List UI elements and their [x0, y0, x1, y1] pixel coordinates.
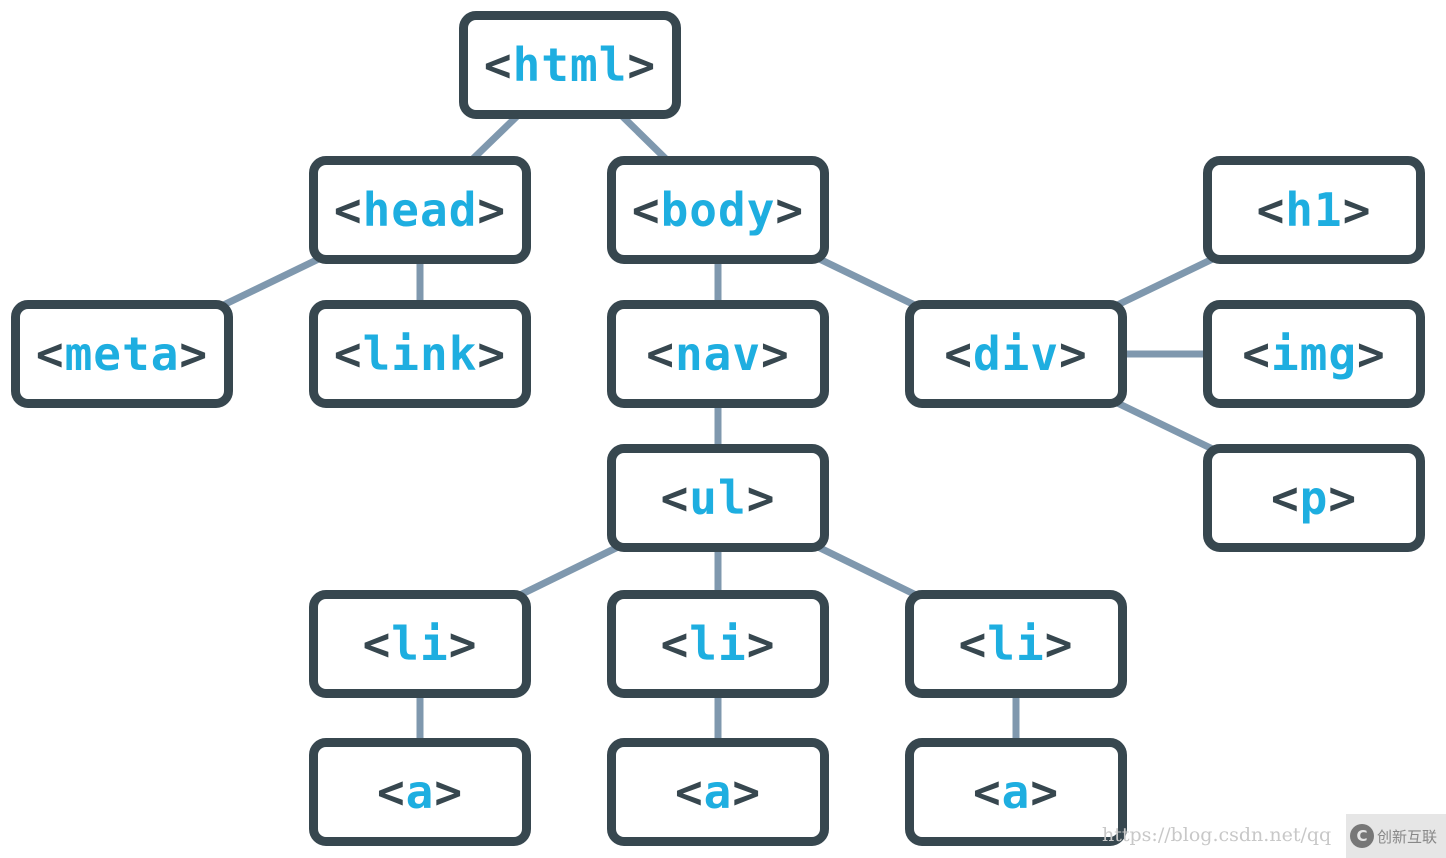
- open-bracket: <: [333, 183, 363, 237]
- tag-name: p: [1299, 471, 1329, 525]
- close-bracket: >: [1030, 765, 1060, 819]
- open-bracket: <: [958, 617, 988, 671]
- node-img: <img>: [1203, 300, 1425, 408]
- node-body: <body>: [607, 156, 829, 264]
- node-h1: <h1>: [1203, 156, 1425, 264]
- tag-name: nav: [674, 327, 762, 381]
- node-li1: <li>: [309, 590, 531, 698]
- tag-name: img: [1270, 327, 1358, 381]
- node-li2: <li>: [607, 590, 829, 698]
- close-bracket: >: [1357, 327, 1386, 381]
- close-bracket: >: [746, 617, 776, 671]
- tag-name: head: [362, 183, 478, 237]
- close-bracket: >: [1342, 183, 1372, 237]
- open-bracket: <: [1242, 327, 1271, 381]
- node-html: <html>: [459, 11, 681, 119]
- open-bracket: <: [333, 327, 363, 381]
- node-p: <p>: [1203, 444, 1425, 552]
- close-bracket: >: [761, 327, 790, 381]
- logo-icon: C: [1350, 824, 1374, 848]
- node-nav: <nav>: [607, 300, 829, 408]
- close-bracket: >: [1059, 327, 1088, 381]
- tag-name: li: [987, 617, 1045, 671]
- tag-name: meta: [64, 327, 180, 381]
- node-div: <div>: [905, 300, 1127, 408]
- open-bracket: <: [362, 617, 392, 671]
- open-bracket: <: [660, 617, 690, 671]
- watermark-url: https://blog.csdn.net/qq: [1102, 824, 1332, 846]
- open-bracket: <: [944, 327, 973, 381]
- tag-name: div: [972, 327, 1060, 381]
- open-bracket: <: [35, 327, 65, 381]
- open-bracket: <: [483, 38, 513, 92]
- close-bracket: >: [1044, 617, 1074, 671]
- tag-name: html: [512, 38, 628, 92]
- open-bracket: <: [376, 765, 406, 819]
- node-a1: <a>: [309, 738, 531, 846]
- node-li3: <li>: [905, 590, 1127, 698]
- close-bracket: >: [1328, 471, 1358, 525]
- close-bracket: >: [448, 617, 478, 671]
- tag-name: a: [703, 765, 733, 819]
- close-bracket: >: [477, 327, 507, 381]
- node-a2: <a>: [607, 738, 829, 846]
- node-link: <link>: [309, 300, 531, 408]
- tag-name: li: [689, 617, 747, 671]
- tag-name: h1: [1285, 183, 1343, 237]
- open-bracket: <: [646, 327, 675, 381]
- tag-name: link: [362, 327, 478, 381]
- open-bracket: <: [660, 471, 690, 525]
- open-bracket: <: [674, 765, 704, 819]
- close-bracket: >: [775, 183, 805, 237]
- tag-name: li: [391, 617, 449, 671]
- close-bracket: >: [477, 183, 507, 237]
- node-head: <head>: [309, 156, 531, 264]
- close-bracket: >: [732, 765, 762, 819]
- tag-name: body: [660, 183, 776, 237]
- close-bracket: >: [434, 765, 464, 819]
- node-a3: <a>: [905, 738, 1127, 846]
- open-bracket: <: [631, 183, 661, 237]
- open-bracket: <: [1270, 471, 1300, 525]
- logo-text: 创新互联: [1377, 827, 1438, 846]
- tag-name: a: [405, 765, 435, 819]
- node-ul: <ul>: [607, 444, 829, 552]
- close-bracket: >: [179, 327, 209, 381]
- tag-name: ul: [689, 471, 747, 525]
- open-bracket: <: [1256, 183, 1286, 237]
- node-meta: <meta>: [11, 300, 233, 408]
- close-bracket: >: [627, 38, 657, 92]
- open-bracket: <: [972, 765, 1002, 819]
- tag-name: a: [1001, 765, 1031, 819]
- close-bracket: >: [746, 471, 776, 525]
